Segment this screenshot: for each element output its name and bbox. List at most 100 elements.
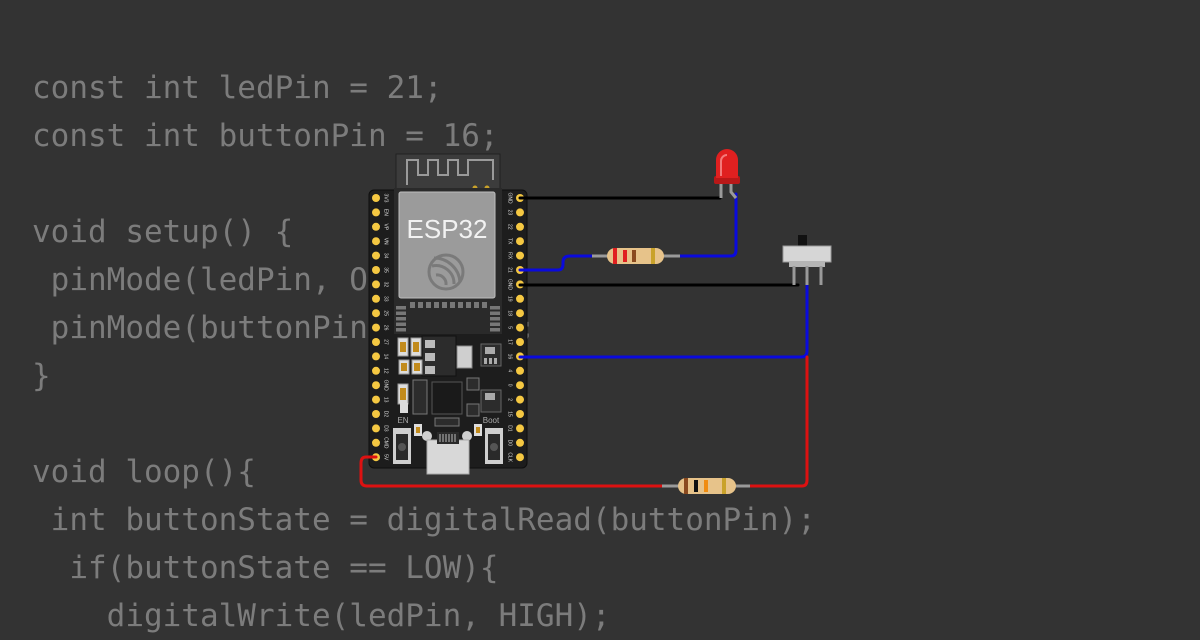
- wire-resistor-pin16: [746, 355, 809, 488]
- left-pin-label: 26: [383, 325, 389, 331]
- right-pin-label: D1: [507, 425, 513, 432]
- wire-pin21-resistor: [518, 254, 602, 272]
- left-pin-d2[interactable]: [372, 410, 380, 418]
- left-pin-vp[interactable]: [372, 222, 380, 231]
- right-pin-label: RX: [507, 252, 513, 260]
- resistor-pullup[interactable]: [662, 478, 750, 494]
- right-pin-d1[interactable]: [516, 424, 524, 433]
- right-pin-19[interactable]: [516, 294, 524, 303]
- boot-button-label: Boot: [483, 416, 500, 425]
- boot-button[interactable]: [485, 428, 503, 464]
- wires: [359, 192, 809, 488]
- wire-pin16-switch: [518, 280, 809, 359]
- module-pad: [434, 302, 439, 308]
- esp32-board[interactable]: ESP32 3V3ENVPVN343532332526271412GND13D2…: [368, 153, 528, 475]
- right-pin-label: GND: [507, 192, 513, 204]
- resistor-led[interactable]: [592, 248, 680, 264]
- right-pin-label: 16: [507, 354, 513, 360]
- right-pin-label: CLK: [507, 452, 513, 462]
- right-pin-label: 15: [507, 411, 513, 417]
- left-pin-label: CMD: [383, 437, 389, 449]
- left-pin-d3[interactable]: [372, 424, 380, 433]
- module-pad: [396, 322, 406, 326]
- micro-usb-port[interactable]: [422, 431, 472, 475]
- left-pin-12[interactable]: [372, 366, 380, 375]
- left-pin-label: EN: [383, 209, 389, 216]
- left-pin-label: D2: [383, 411, 389, 418]
- right-pin-label: 0: [507, 384, 513, 387]
- right-pin-label: 18: [507, 310, 513, 316]
- left-pin-label: 33: [383, 296, 389, 302]
- right-pin-18[interactable]: [516, 309, 524, 318]
- left-pin-label: 5V: [383, 454, 389, 461]
- left-pin-35[interactable]: [372, 266, 380, 274]
- right-pin-label: 22: [507, 224, 513, 230]
- module-pad: [418, 302, 423, 308]
- board-components: [397, 335, 502, 436]
- right-pin-rx[interactable]: [516, 251, 524, 260]
- espressif-logo-icon: [427, 253, 465, 291]
- module-pad: [426, 302, 431, 308]
- module-pad: [396, 306, 406, 310]
- board-name: ESP32: [407, 214, 488, 244]
- code-line: if(buttonState == LOW){: [32, 550, 499, 586]
- right-pin-0[interactable]: [516, 381, 524, 390]
- left-pin-label: VN: [383, 238, 389, 245]
- left-pin-label: 3V3: [383, 194, 389, 203]
- module-pad: [490, 322, 500, 326]
- code-line: void setup() {: [32, 214, 294, 250]
- left-pin-label: 35: [383, 267, 389, 273]
- module-pad: [490, 317, 500, 321]
- right-pin-22[interactable]: [516, 222, 524, 231]
- left-pin-14[interactable]: [372, 352, 380, 361]
- right-pin-17[interactable]: [516, 338, 524, 346]
- right-pin-2[interactable]: [516, 395, 524, 404]
- wire-resistor-led: [673, 192, 738, 258]
- slide-switch[interactable]: [782, 235, 832, 285]
- antenna-trace-icon: [406, 159, 494, 185]
- right-pin-label: 21: [507, 267, 513, 273]
- right-pin-15[interactable]: [516, 410, 524, 418]
- left-pin-en[interactable]: [372, 208, 380, 217]
- right-pin-tx[interactable]: [516, 237, 524, 246]
- left-pin-33[interactable]: [372, 294, 380, 303]
- right-pin-23[interactable]: [516, 208, 524, 217]
- left-pin-vn[interactable]: [372, 237, 380, 246]
- module-pad: [410, 302, 415, 308]
- module-pad: [396, 311, 406, 315]
- left-pin-label: GND: [383, 380, 389, 392]
- right-pin-label: 23: [507, 210, 513, 216]
- left-pin-13[interactable]: [372, 395, 380, 404]
- en-button-label: EN: [397, 416, 408, 425]
- right-pin-label: TX: [507, 238, 513, 245]
- wire-5v-resistor: [359, 455, 668, 488]
- left-pin-label: VP: [383, 223, 389, 230]
- left-pin-27[interactable]: [372, 338, 380, 346]
- right-pin-d0[interactable]: [516, 438, 524, 447]
- left-pin-cmd[interactable]: [372, 438, 380, 447]
- left-pin-label: 25: [383, 310, 389, 316]
- module-pad: [490, 306, 500, 310]
- left-pin-26[interactable]: [372, 323, 380, 332]
- right-pin-5[interactable]: [516, 323, 524, 332]
- left-pin-gnd[interactable]: [372, 381, 380, 390]
- left-pin-32[interactable]: [372, 280, 380, 289]
- left-pin-34[interactable]: [372, 251, 380, 260]
- right-pin-clk[interactable]: [516, 453, 524, 462]
- module-pad: [482, 302, 487, 308]
- right-pin-label: 4: [507, 369, 513, 372]
- left-pin-25[interactable]: [372, 309, 380, 318]
- module-pad: [396, 328, 406, 332]
- left-pin-3v3[interactable]: [372, 194, 380, 202]
- en-button[interactable]: [393, 428, 411, 464]
- left-pin-label: 32: [383, 282, 389, 288]
- module-pad: [490, 328, 500, 332]
- left-pin-label: 13: [383, 397, 389, 403]
- red-led[interactable]: [714, 149, 740, 199]
- module-pad: [466, 302, 471, 308]
- metal-can: [398, 191, 496, 299]
- code-line: int buttonState = digitalRead(buttonPin)…: [32, 502, 816, 538]
- module-pad: [490, 311, 500, 315]
- right-pin-4[interactable]: [516, 366, 524, 375]
